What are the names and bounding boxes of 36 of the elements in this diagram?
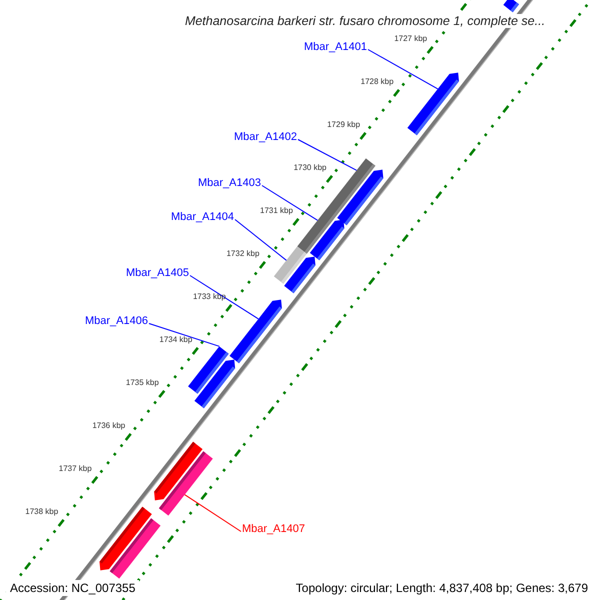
gene-feature: [194, 360, 236, 408]
leader-line: [234, 219, 287, 261]
gene-feature: [230, 300, 282, 364]
gene-feature: [158, 451, 213, 516]
gene-label: Mbar_A1402: [234, 132, 297, 143]
leader-line: [190, 275, 259, 320]
gene-label: Mbar_A1406: [85, 316, 148, 327]
gene-feature: [503, 0, 520, 12]
tick-label: 1727 kbp: [394, 34, 428, 43]
tick-label: 1737 kbp: [58, 464, 92, 473]
tick-label: 1734 kbp: [159, 336, 192, 344]
leader-line: [368, 49, 438, 90]
tick-label: 1735 kbp: [126, 378, 159, 387]
gene-feature: [110, 518, 161, 579]
accession-text: Accession: NC_007355: [6, 580, 140, 596]
tick-label: 1738 kbp: [25, 508, 58, 516]
tick-label: 1730 kbp: [294, 164, 326, 172]
tick-label: 1729 kbp: [327, 120, 360, 129]
gene-feature: [407, 72, 459, 136]
tick-label: 1728 kbp: [360, 78, 394, 86]
gene-label: Mbar_A1404: [171, 212, 234, 223]
leader-line: [148, 323, 220, 347]
tick-label: 1736 kbp: [92, 422, 126, 430]
gene-feature: [337, 170, 384, 226]
leader-line: [298, 139, 358, 171]
gene-feature: [284, 256, 316, 294]
leader-line: [262, 185, 318, 221]
gene-label: Mbar_A1407: [242, 524, 305, 535]
gene-label: Mbar_A1405: [126, 268, 189, 279]
tick-label: 1733 kbp: [192, 292, 226, 301]
gene-feature: [310, 220, 344, 260]
tick-label: 1732 kbp: [226, 250, 260, 258]
gene-label: Mbar_A1403: [198, 178, 261, 189]
leader-line: [184, 494, 242, 532]
tick-label: 1731 kbp: [260, 206, 293, 215]
gene-label: Mbar_A1401: [304, 42, 367, 53]
